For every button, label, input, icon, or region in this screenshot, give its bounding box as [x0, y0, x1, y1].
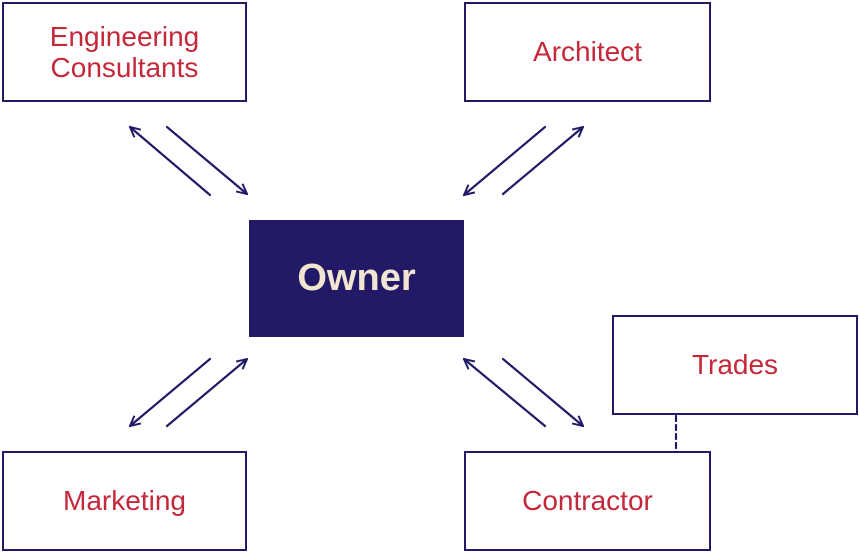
arrow-contractor-to-owner [464, 359, 547, 428]
arrow-pair-engineering-owner [130, 125, 247, 197]
arrow-pair-contractor-owner [464, 359, 583, 426]
engineering-consultants-label: Engineering Consultants [49, 20, 200, 83]
arrow-owner-to-engineering [130, 127, 212, 197]
marketing-box: Marketing [2, 451, 247, 551]
architect-box: Architect [464, 2, 711, 102]
contractor-label: Contractor [522, 485, 653, 517]
marketing-label: Marketing [63, 485, 186, 517]
arrow-owner-to-contractor [501, 357, 583, 426]
arrow-engineering-to-owner [165, 125, 247, 194]
engineering-consultants-box: Engineering Consultants [2, 2, 247, 102]
arrow-marketing-to-owner [165, 359, 247, 428]
owner-box: Owner [249, 220, 464, 337]
contractor-box: Contractor [464, 451, 711, 551]
arrow-owner-to-architect [501, 127, 583, 196]
architect-label: Architect [533, 36, 642, 68]
owner-label: Owner [297, 257, 416, 300]
trades-box: Trades [612, 315, 858, 415]
arrow-pair-marketing-owner [130, 359, 247, 426]
arrow-owner-to-marketing [130, 357, 212, 426]
arrow-pair-architect-owner [464, 127, 583, 195]
arrow-architect-to-owner [464, 125, 547, 195]
trades-label: Trades [691, 349, 779, 381]
